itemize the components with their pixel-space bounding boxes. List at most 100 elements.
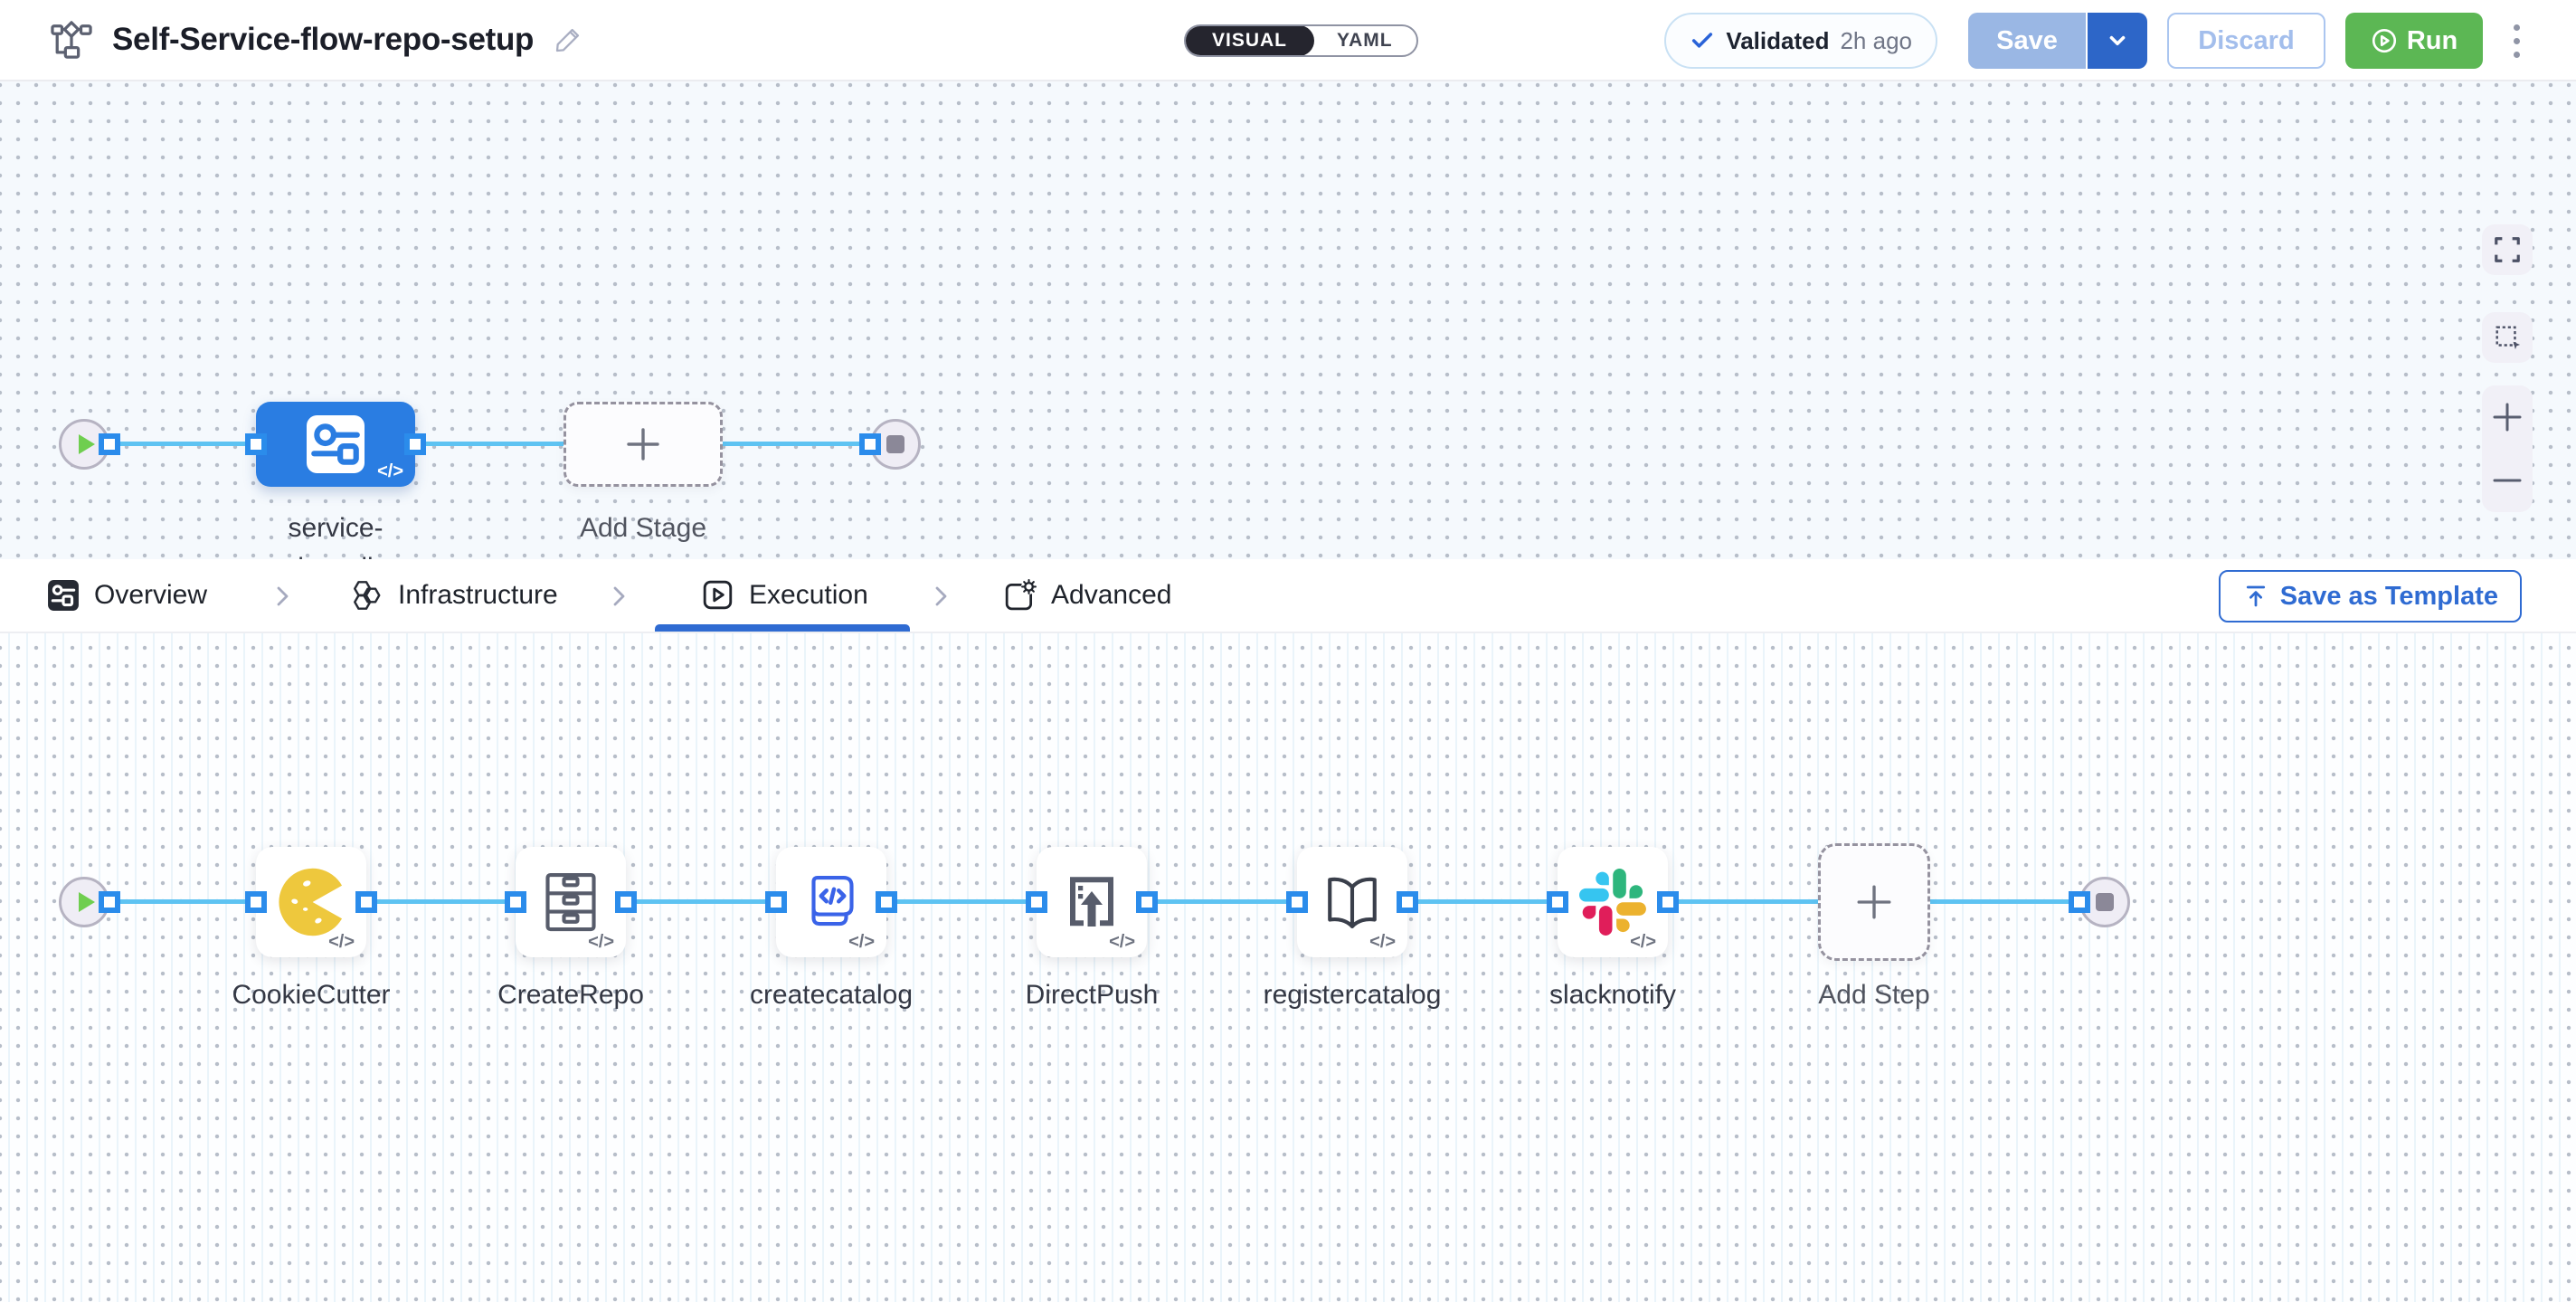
add-stage-node[interactable]	[564, 402, 723, 487]
fullscreen-icon	[2495, 237, 2520, 262]
stage-icon	[307, 415, 365, 473]
port[interactable]	[99, 433, 120, 455]
toggle-yaml[interactable]: YAML	[1337, 30, 1393, 51]
stop-icon	[2096, 893, 2114, 911]
fullscreen-button[interactable]	[2482, 224, 2533, 275]
chevron-right-icon	[935, 586, 947, 606]
stage-config-tabbar: Overview Infrastructure Execution	[0, 559, 2576, 633]
port[interactable]	[245, 891, 267, 913]
start-play-icon	[78, 434, 95, 454]
hexagons-icon	[354, 581, 381, 610]
step-node-createcatalog[interactable]: </>	[776, 847, 886, 957]
tab-advanced[interactable]: Advanced	[1004, 559, 1171, 632]
add-step-label: Add Step	[1818, 980, 1930, 1010]
step-name-label: registercatalog	[1263, 980, 1442, 1010]
port[interactable]	[876, 891, 897, 913]
code-doc-icon	[811, 875, 854, 927]
port[interactable]	[2069, 891, 2090, 913]
port[interactable]	[1286, 891, 1308, 913]
tab-overview[interactable]: Overview	[47, 559, 207, 632]
code-badge: </>	[1630, 932, 1656, 952]
step-node-slacknotify[interactable]: </>	[1558, 847, 1668, 957]
edge	[109, 899, 256, 904]
step-node-directpush[interactable]: </>	[1037, 847, 1147, 957]
step-node-cookiecutter[interactable]: </>	[256, 847, 366, 957]
save-options-button[interactable]	[2086, 13, 2147, 69]
header-actions: Validated 2h ago Save Discard Run	[1664, 13, 2529, 69]
stop-icon	[886, 435, 904, 453]
upload-icon	[2246, 585, 2265, 607]
port[interactable]	[1547, 891, 1568, 913]
chevron-right-icon	[277, 586, 289, 606]
tab-label: Execution	[749, 580, 868, 610]
zoom-out-button[interactable]	[2482, 452, 2533, 508]
port[interactable]	[859, 433, 881, 455]
tab-execution[interactable]: Execution	[702, 559, 868, 632]
edit-pencil-icon[interactable]	[554, 25, 582, 54]
validated-badge[interactable]: Validated 2h ago	[1664, 13, 1937, 69]
step-name-label: DirectPush	[1025, 980, 1159, 1010]
stage-canvas[interactable]: </> service- onboarding Add Stage	[0, 81, 2576, 583]
run-button[interactable]: Run	[2345, 13, 2483, 69]
code-badge: </>	[848, 932, 875, 952]
save-as-template-button[interactable]: Save as Template	[2218, 570, 2522, 622]
edge	[886, 899, 1037, 904]
plus-icon	[627, 428, 659, 461]
step-node-createrepo[interactable]: </>	[516, 847, 626, 957]
run-label: Run	[2406, 25, 2458, 55]
edge	[1930, 899, 2079, 904]
cookie-icon	[279, 868, 343, 936]
zoom-in-icon	[2493, 403, 2522, 432]
step-name-label: CookieCutter	[232, 980, 391, 1010]
add-stage-label: Add Stage	[579, 513, 707, 543]
execution-canvas[interactable]: </> </> </>	[0, 633, 2576, 1302]
gear-square-icon	[1005, 579, 1037, 611]
port[interactable]	[1026, 891, 1047, 913]
chevron-down-icon	[2109, 35, 2126, 46]
port[interactable]	[1657, 891, 1679, 913]
toggle-visual[interactable]: VISUAL	[1185, 26, 1315, 55]
port[interactable]	[505, 891, 526, 913]
tab-infrastructure[interactable]: Infrastructure	[351, 559, 558, 632]
plus-icon	[1857, 885, 1891, 919]
port[interactable]	[99, 891, 120, 913]
header: Self-Service-flow-repo-setup VISUAL YAML…	[0, 0, 2576, 81]
stage-node-service-onboarding[interactable]: </>	[256, 402, 415, 487]
port[interactable]	[615, 891, 637, 913]
port[interactable]	[404, 433, 426, 455]
step-node-registercatalog[interactable]: </>	[1297, 847, 1407, 957]
port[interactable]	[355, 891, 377, 913]
discard-button[interactable]: Discard	[2167, 13, 2325, 69]
slack-icon	[1579, 869, 1646, 936]
port[interactable]	[1136, 891, 1158, 913]
zoom-controls	[2482, 385, 2533, 512]
edge	[723, 442, 870, 446]
code-badge: </>	[1109, 932, 1135, 952]
code-badge: </>	[588, 932, 614, 952]
tab-label: Advanced	[1051, 580, 1172, 610]
add-step-node[interactable]	[1818, 843, 1930, 961]
save-button[interactable]: Save	[1968, 13, 2086, 69]
zoom-out-icon	[2493, 479, 2522, 482]
port[interactable]	[245, 433, 267, 455]
more-options-menu[interactable]	[2505, 15, 2529, 67]
marquee-select-button[interactable]	[2482, 312, 2533, 363]
step-name-label: createcatalog	[749, 980, 914, 1010]
header-left: Self-Service-flow-repo-setup	[51, 0, 582, 80]
save-as-template-label: Save as Template	[2279, 581, 2498, 611]
step-name-label: CreateRepo	[497, 980, 644, 1010]
edge	[626, 899, 776, 904]
port[interactable]	[765, 891, 787, 913]
validated-label: Validated	[1726, 26, 1830, 54]
save-split-button: Save	[1968, 13, 2147, 69]
code-badge: </>	[328, 932, 355, 952]
drawers-icon	[545, 872, 596, 932]
zoom-in-button[interactable]	[2482, 389, 2533, 445]
chevron-right-icon	[613, 586, 625, 606]
visual-yaml-toggle: VISUAL YAML	[1184, 24, 1418, 57]
pipeline-icon	[51, 21, 92, 59]
active-tab-underline	[655, 624, 910, 632]
port[interactable]	[1397, 891, 1418, 913]
run-play-icon	[2372, 28, 2396, 53]
